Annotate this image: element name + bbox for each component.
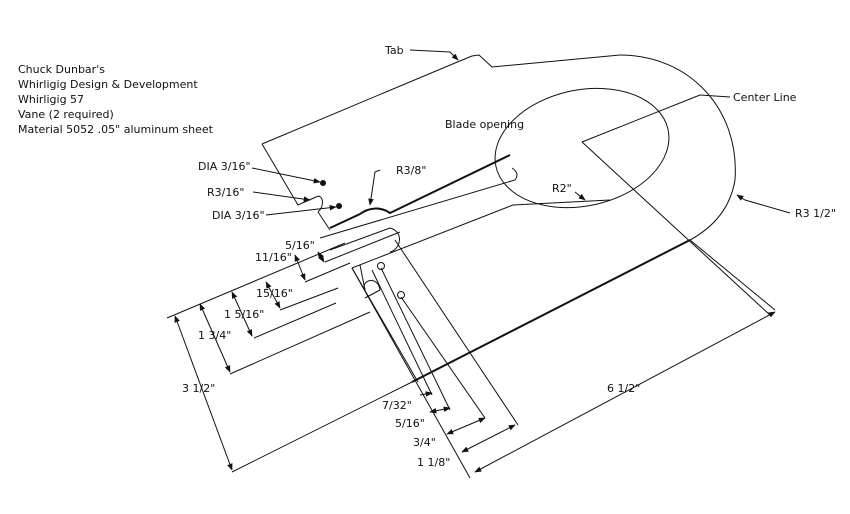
dim-label: 5/16": [285, 239, 315, 252]
title-line: Material 5052 .05" aluminum sheet: [18, 123, 213, 136]
dim-label: 7/32": [382, 399, 412, 412]
r3-16-label: R3/16": [207, 186, 244, 199]
dim-label: 3 1/2": [182, 382, 215, 395]
hole: [320, 180, 326, 186]
blade-opening: [494, 87, 670, 209]
r2-label: R2": [552, 182, 572, 195]
title-line: Chuck Dunbar's: [18, 63, 105, 76]
blade-opening-label: Blade opening: [445, 118, 524, 131]
dim-label: 3/4": [413, 436, 436, 449]
hole: [397, 291, 405, 299]
dim-label: 5/16": [395, 417, 425, 430]
r3-8-label: R3/8": [396, 164, 426, 177]
hole: [336, 203, 342, 209]
title-line: Whirligig Design & Development: [18, 78, 198, 91]
vane-outline: [261, 54, 736, 383]
dim-label: 15/16": [256, 287, 293, 300]
title-block: Chuck Dunbar's Whirligig Design & Develo…: [18, 62, 213, 137]
dimension-lines: [166, 231, 776, 479]
dim-label: 1 3/4": [198, 329, 231, 342]
leaders: [251, 49, 791, 216]
dim-label: 11/16": [255, 251, 292, 264]
dim-label: 1 5/16": [224, 308, 264, 321]
dia-label: DIA 3/16": [212, 209, 265, 222]
dim-label: 1 1/8": [417, 456, 450, 469]
dia-label: DIA 3/16": [198, 160, 251, 173]
title-line: Vane (2 required): [18, 108, 114, 121]
center-line-label: Center Line: [733, 91, 797, 104]
center-lines: [581, 94, 771, 316]
r3-1-2-label: R3 1/2": [795, 207, 836, 220]
dim-label: 6 1/2": [607, 382, 640, 395]
tab-label: Tab: [384, 44, 404, 57]
hole: [377, 262, 385, 270]
title-line: Whirligig 57: [18, 93, 85, 106]
